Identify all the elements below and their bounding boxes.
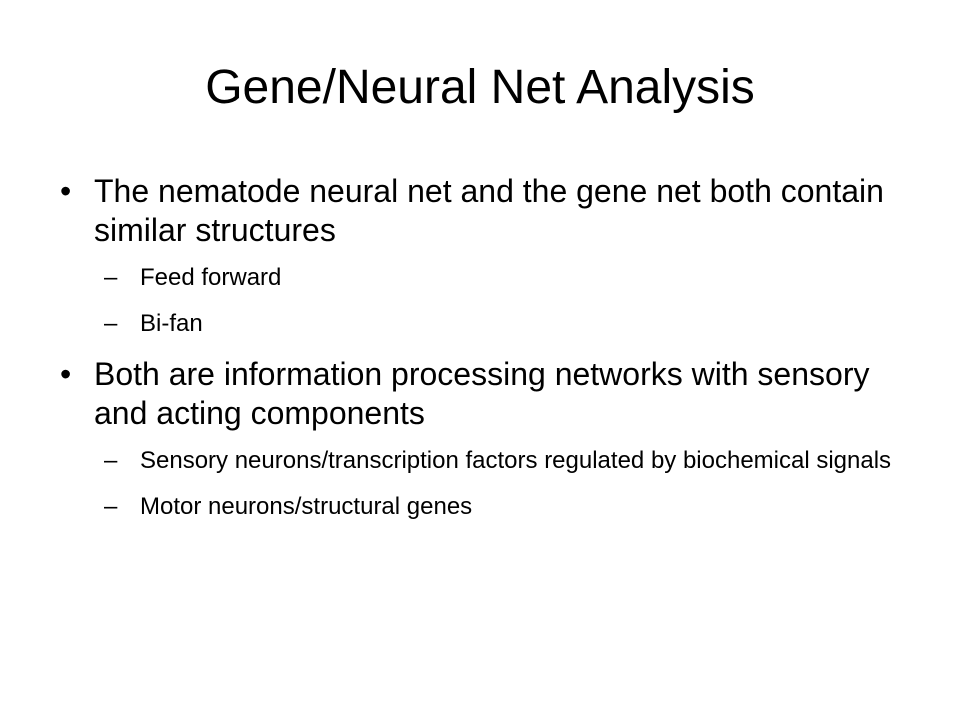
sub-bullet-text: Motor neurons/structural genes: [140, 493, 473, 520]
sub-bullet-text: Bi-fan: [140, 310, 203, 337]
sub-bullet-item: – Sensory neurons/transcription factors …: [60, 446, 920, 476]
sub-bullet-item: – Feed forward: [60, 263, 920, 293]
sub-bullet-marker: –: [104, 493, 118, 520]
slide-content: • The nematode neural net and the gene n…: [60, 172, 920, 538]
sub-bullet-marker: –: [104, 310, 118, 337]
sub-bullet-item: – Motor neurons/structural genes: [60, 492, 920, 522]
bullet-marker: •: [60, 173, 72, 209]
slide-title: Gene/Neural Net Analysis: [205, 61, 755, 114]
sub-bullet-item: – Bi-fan: [60, 309, 920, 339]
bullet-item: • Both are information processing networ…: [60, 355, 920, 433]
bullet-item: • The nematode neural net and the gene n…: [60, 172, 920, 250]
bullet-marker: •: [60, 356, 72, 392]
bullet-text: Both are information processing networks…: [94, 356, 870, 431]
sub-bullet-marker: –: [104, 264, 118, 291]
sub-bullet-marker: –: [104, 447, 118, 474]
sub-bullet-text: Sensory neurons/transcription factors re…: [140, 447, 892, 474]
bullet-text: The nematode neural net and the gene net…: [94, 173, 884, 248]
sub-bullet-text: Feed forward: [140, 264, 282, 291]
